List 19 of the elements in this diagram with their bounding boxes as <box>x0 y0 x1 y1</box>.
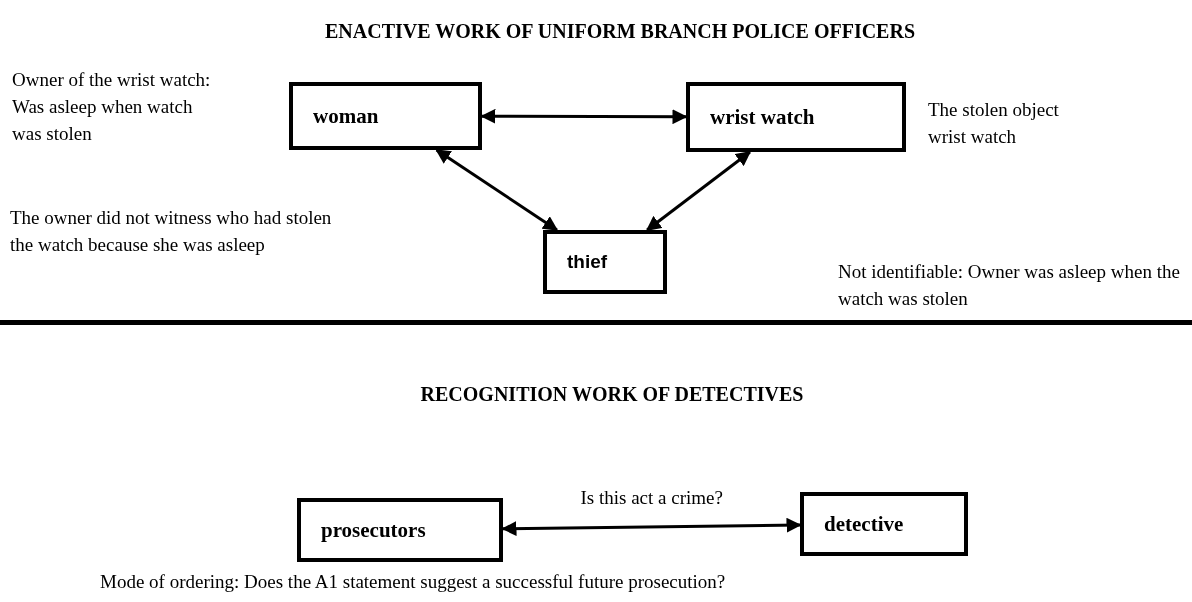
node-box <box>543 230 667 294</box>
node-box <box>289 82 482 150</box>
node-label: wrist watch <box>710 104 815 130</box>
node-label: detective <box>824 511 904 537</box>
section-heading: RECOGNITION WORK OF DETECTIVES <box>419 383 805 406</box>
arrow <box>435 148 559 232</box>
title: ENACTIVE WORK OF UNIFORM BRANCH POLICE OFFICERS <box>323 20 916 43</box>
node-box <box>297 498 503 562</box>
description-text: Mode of ordering: Does the A1 statement suggest a successful future prosecution? <box>100 570 727 594</box>
node-box <box>800 492 968 556</box>
node-box <box>686 82 906 152</box>
description-text: Owner of the wrist watch: Was asleep when watch was stolen <box>12 68 212 146</box>
description-text: The stolen object wrist watch <box>928 98 1060 149</box>
node-label: thief <box>567 251 608 273</box>
description-text: Not identifiable: Owner was asleep when the watch was stolen <box>838 260 1181 311</box>
node-label: prosecutors <box>321 517 426 543</box>
description-text: The owner did not witness who had stolen the watch because she was asleep <box>10 206 333 257</box>
node-label: woman <box>313 103 379 129</box>
arrow <box>645 150 752 232</box>
